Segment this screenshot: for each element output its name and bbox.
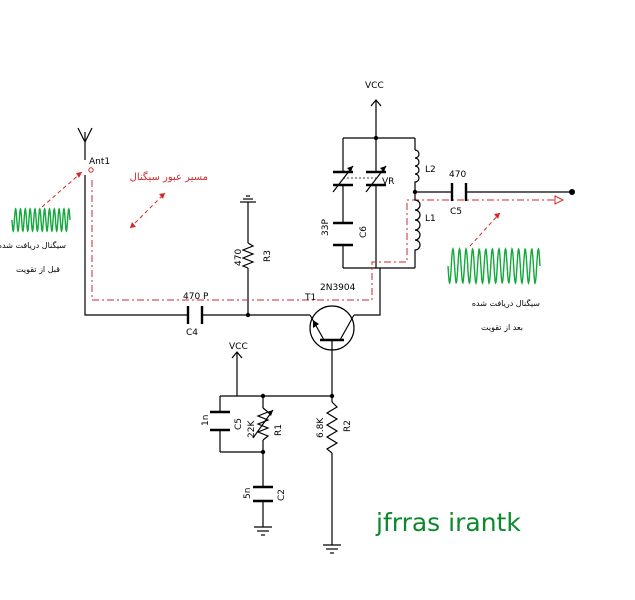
r2-value-label: 6.8K — [316, 417, 326, 438]
ground-r3 — [240, 195, 256, 203]
inductor-l2 — [414, 149, 420, 192]
r1-value-label: 22K — [247, 420, 257, 438]
transistor-t1 — [309, 305, 355, 355]
c6-name-label: C6 — [359, 226, 369, 238]
ground-r2 — [323, 544, 341, 554]
ground-c2 — [254, 526, 272, 536]
capacitor-c2 — [253, 485, 273, 503]
vcc-top-label: VCC — [365, 81, 384, 91]
c-bias-value-label: 1n — [201, 415, 211, 426]
r1-name-label: R1 — [274, 424, 284, 436]
c4-value-label: 470 P — [183, 292, 209, 302]
vcc-arrow-bias — [231, 351, 243, 359]
capacitor-c5-bias — [210, 410, 230, 432]
antenna — [77, 127, 94, 173]
capacitor-c4 — [186, 306, 204, 324]
received-before-line2: قبل از تقویت — [16, 265, 60, 274]
input-waveform — [11, 207, 71, 233]
r2-name-label: R2 — [343, 420, 353, 432]
c2-name-label: C2 — [277, 489, 287, 501]
c6-value-label: 33P — [321, 219, 331, 236]
c-bias-name-label: C5 — [234, 418, 244, 430]
resistor-r1 — [252, 407, 274, 441]
vr-label: VR — [382, 177, 394, 187]
watermark-text: jfrras irantk — [375, 508, 521, 537]
c5-value-label: 470 — [449, 170, 466, 180]
received-before-line1: سیگنال دریافت شده — [0, 240, 66, 250]
vcc-bias-label: VCC — [229, 342, 248, 352]
capacitor-c5-output — [450, 183, 468, 201]
c5-name-label: C5 — [450, 207, 462, 217]
received-after-line2: بعد از تقویت — [481, 323, 523, 332]
resistor-r2 — [325, 401, 339, 454]
transistor-name-label: T1 — [304, 293, 316, 303]
output-waveform — [447, 246, 541, 286]
c4-name-label: C4 — [186, 328, 198, 338]
received-after-line1: سیگنال دریافت شده — [472, 298, 540, 308]
circuit-wires — [84, 100, 572, 545]
resistor-r3 — [241, 242, 255, 269]
antenna-label: Ant1 — [89, 157, 110, 167]
l2-label: L2 — [425, 165, 436, 175]
r3-name-label: R3 — [263, 250, 273, 262]
transistor-part-label: 2N3904 — [320, 283, 356, 293]
output-terminal — [569, 189, 575, 195]
l1-label: L1 — [425, 214, 436, 224]
c2-value-label: 5n — [243, 488, 253, 499]
variable-capacitor-vr — [332, 162, 387, 195]
junction-dots — [245, 135, 575, 455]
signal-path-annotation: مسیر عبور سیگنال — [130, 171, 208, 183]
vcc-arrow-top — [370, 99, 382, 107]
signal-path — [41, 171, 565, 301]
capacitor-c6 — [333, 221, 353, 247]
r3-value-label: 470 — [234, 249, 244, 266]
inductor-l1 — [414, 192, 421, 257]
